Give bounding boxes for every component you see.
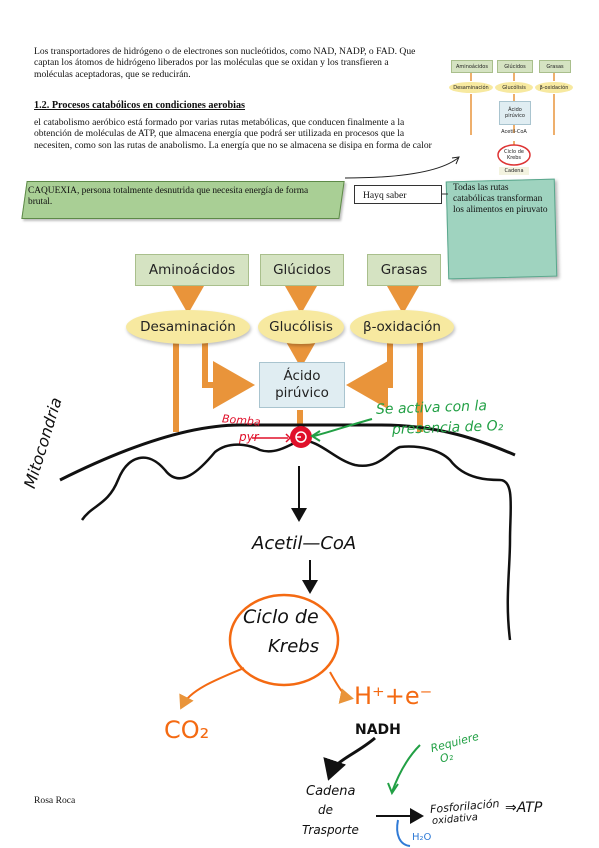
pyruvic-line2: pirúvico: [275, 385, 329, 401]
process-desaminacion: Desaminación: [126, 310, 250, 344]
sticky-note-text: Todas las rutas catabólicas transforman …: [453, 183, 548, 216]
section-paragraph: el catabolismo aeróbico está formado por…: [34, 117, 432, 151]
hayq-saber-box: Hayq saber: [354, 185, 442, 204]
mini-source-aminoacidos: Aminoácidos: [451, 60, 493, 73]
hand-cadena-line3: Trasporte: [302, 823, 359, 837]
hand-pyr: pyr: [239, 430, 259, 444]
mini-process-glucolisis: Glucólisis: [495, 82, 533, 93]
source-glucidos: Glúcidos: [260, 254, 344, 286]
source-aminoacidos: Aminoácidos: [135, 254, 249, 286]
mini-process-desaminacion: Desaminación: [449, 82, 493, 93]
mini-diagram: Aminoácidos Glúcidos Grasas Desaminación…: [449, 55, 574, 175]
hand-h2o: H₂O: [412, 832, 432, 843]
mitochondria-inner-membrane: [80, 438, 513, 641]
hand-nadh: NADH: [355, 722, 401, 738]
process-beta-oxidacion: β-oxidación: [350, 310, 454, 344]
hand-h-plus-e-minus: H⁺+e⁻: [354, 682, 433, 710]
mini-chain: Cadena: [499, 167, 529, 175]
process-arrows: [173, 326, 423, 432]
hand-atp: ⇒ATP: [505, 800, 543, 816]
hand-cadena-line2: de: [318, 803, 333, 817]
mini-pyruvate: Ácido pirúvico: [499, 101, 531, 125]
source-grasas: Grasas: [367, 254, 441, 286]
mini-krebs: Ciclo de Krebs: [504, 149, 524, 161]
caquexia-note: CAQUEXIA, persona totalmente desnutrida …: [28, 186, 309, 207]
source-arrows: [164, 272, 427, 314]
mini-acetyl-coa: Acetil-CoA: [501, 129, 527, 135]
mini-source-glucidos: Glúcidos: [497, 60, 533, 73]
hand-co2: CO₂: [164, 716, 210, 744]
footer-author: Rosa Roca: [34, 795, 76, 806]
pyruvic-line1: Ácido: [283, 368, 321, 384]
krebs-circle: [228, 593, 340, 687]
hand-krebs-line1: Ciclo de: [243, 606, 319, 628]
hand-acetil-coa: Acetil—CoA: [252, 533, 357, 554]
mitochondria-outer-membrane: [59, 423, 516, 482]
hand-cadena-line1: Cadena: [306, 784, 356, 799]
hand-krebs-line2: Krebs: [268, 636, 320, 657]
arrow-to-mini-diagram: [344, 157, 459, 179]
mini-source-grasas: Grasas: [539, 60, 571, 73]
intro-paragraph: Los transportadores de hidrógeno o de el…: [34, 46, 416, 80]
process-glucolisis: Glucólisis: [258, 310, 344, 344]
section-heading: 1.2. Procesos catabólicos en condiciones…: [34, 100, 246, 111]
pyruvic-acid-box: Ácido pirúvico: [259, 362, 345, 408]
mini-process-beta-oxidacion: β-oxidación: [535, 82, 573, 93]
